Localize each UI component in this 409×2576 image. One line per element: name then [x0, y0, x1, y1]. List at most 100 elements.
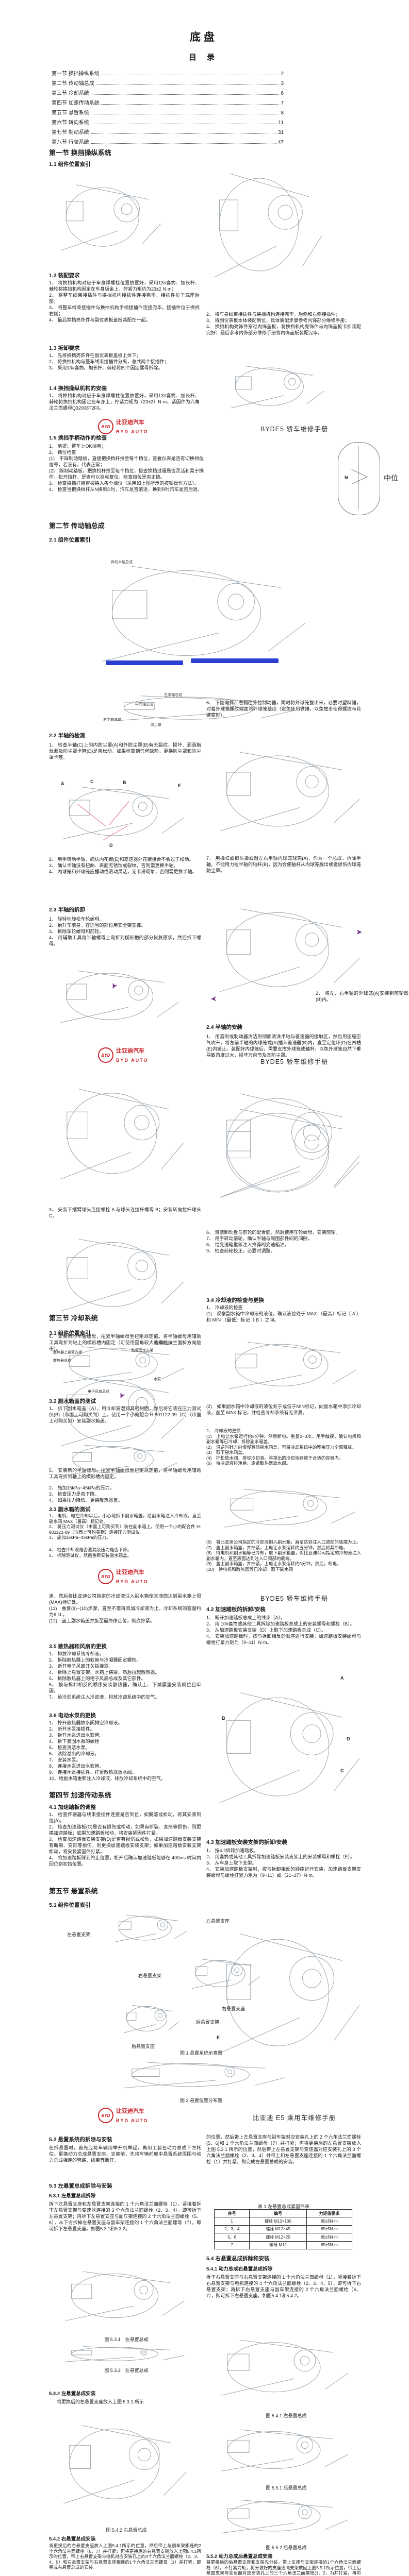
figure-axle-shafts: [98, 690, 315, 727]
s1-2-heading: 1.2 装配要求: [49, 273, 80, 279]
toc-leader: [90, 143, 276, 144]
s1-4-heading: 1.4 换挡操纵机构的安装: [49, 385, 107, 392]
pedal-label-d: D: [347, 1736, 350, 1741]
table-cell: 螺栓 M12×100: [249, 2217, 307, 2226]
table-cell: 7: [214, 2241, 250, 2250]
s1-1-heading: 1.1 组件位置索引: [49, 161, 91, 167]
s5-3-2-heading: 5.3.2 左悬置总成安装: [49, 2391, 96, 2397]
pedal-label-b: B: [222, 1716, 225, 1721]
toc-label: 第八节 行驶系统: [52, 140, 89, 145]
driveshaft-label: 传动半轴总成: [111, 561, 133, 564]
table-cell: 85±5N·m: [306, 2225, 353, 2234]
toc-label: 第三节 冷却系统: [52, 91, 89, 96]
s4-1-heading: 4.1 加速踏板的调整: [49, 1804, 96, 1810]
table-cell: 5、6: [214, 2233, 250, 2242]
toc-leader: [90, 133, 276, 134]
boot-label-a: A: [61, 781, 64, 786]
boot-label-c: C: [90, 779, 94, 784]
axle-label: 右半轴总成: [103, 718, 121, 722]
byd-logo-en: BYD AUTO: [116, 2118, 149, 2123]
s3-6-items: 1、 拧开散热器放水阀排空冷却液。 2、 断开水泵接插件。 3、 拆开水泵进出水…: [49, 1720, 166, 1781]
axle-label: 左半轴总成: [164, 693, 182, 697]
s5-4-2-heading: 5.4.2 右悬置总成安装: [49, 2536, 96, 2542]
figure-5-4-1: [209, 2328, 364, 2410]
s2-4-item1: 1、 用溶剂或制动器清洁剂彻底清洗半轴与差速器的接触区，然后用压缩空气吹干。将左…: [206, 1034, 361, 1058]
axle-label: 防尘罩: [151, 723, 161, 727]
blue-driveshaft-right: [191, 658, 279, 663]
figure2-caption: 图 2 悬置位置分布图: [179, 2098, 222, 2103]
figure-5-3-1: [54, 2261, 199, 2334]
figure-5-4-2: [52, 2408, 201, 2524]
s3-3-heading: 3.3 副水箱的测试: [49, 1506, 91, 1513]
figure-brake-disc-removal: [206, 735, 377, 852]
s2-2-item1: 1、 检查半轴(C)上的内防尘罩(A)和外防尘罩(B)有无裂纹、损坏、润滑脂泄漏…: [49, 742, 201, 760]
table-cell: 螺母 M12: [249, 2241, 307, 2250]
figure1-caption: 图 1 悬置系统示意图: [179, 2050, 222, 2056]
figure-disc-knuckle: [49, 1223, 199, 1330]
figure-coolant-reservoir: [217, 1332, 371, 1401]
table-cell: 1: [214, 2217, 250, 2226]
figure-radiator-assembly: [52, 1338, 199, 1393]
s3-2-items2-4: 2、 施加15kPa~45kPa的压力。 3、 检查压力是否下降。 4、 如果压…: [49, 1485, 123, 1503]
toc-page: 2: [281, 71, 284, 77]
s1-right-items: 2、 将车身线束接插件与换挡机构连接完毕，后侧和右侧接插件； 3、 将副仪表板本…: [206, 312, 361, 335]
s2-3-item7: 7、 用撬杠或榔头撬或敲左右半轴内球笼球壳(A)，作为一个总成，拆除半轴。不能用…: [206, 856, 361, 873]
toc-leader: [90, 94, 280, 95]
s5-3-heading: 5.3 左悬置总成拆除与安装: [49, 2183, 112, 2189]
blue-driveshaft-left: [106, 660, 183, 665]
s3-2-item1: 1、 拆下副水箱盖（A），用冷却液湿润其密封圈，然后将它装在压力测试仪(B)（市…: [49, 1406, 201, 1423]
s4-1-items: 1、 检查传感器与线束接插件连接是否到位，如脱落或松动，将其安装到位(A)。 2…: [49, 1812, 201, 1867]
s4-2-items: 1、 断开加速踏板总成上的线束（A）。 2、 用 10#套筒或其他工具拆除加速踏…: [206, 1615, 361, 1645]
mount-callout: 右悬置支架: [138, 1973, 162, 1978]
s3-4-heading: 3.4 冷却液的检查与更换: [206, 1297, 265, 1303]
figure-console-shifter: [52, 170, 173, 268]
byd-logo-cn: 比亚迪汽车: [116, 2108, 144, 2114]
s2-4-items6-9: 6、 清洁制动盘与前轮的配合面，然后使用车轮螺母，安装前轮。 7、 用手转动前轮…: [206, 1230, 340, 1253]
s2-3-heading: 2.3 半轴的拆卸: [49, 907, 86, 913]
mount-callout: 后悬置支架: [196, 2020, 220, 2025]
s5-4-heading: 5.4 右悬置总成拆除和安装: [206, 2256, 270, 2262]
bracket-label-e: E: [217, 2035, 220, 2040]
boot-label-d: D: [109, 843, 113, 848]
s5-1-heading: 5.1 组件位置索引: [49, 1902, 91, 1908]
toc-label: 第五节 悬置系统: [52, 110, 89, 116]
figure-inner-cv-joint: [206, 890, 377, 1014]
figure-5-5-1-caption: 图 5.5.1 后悬置总成: [266, 2485, 307, 2490]
table-cell: 螺栓 M12×25: [249, 2233, 307, 2242]
section-5-heading: 第五节 悬置系统: [49, 1887, 98, 1895]
s5-2-heading: 5.2 悬置系统的拆除与安装: [49, 2137, 112, 2143]
toc-page: 8: [281, 110, 284, 116]
section-2-heading: 第二节 传动轴总成: [49, 522, 105, 530]
s3-2-heading: 3.2 副水箱盖的测试: [49, 1398, 96, 1404]
s2-3-item6: 6、 下侧向外、右侧往外拉制动器，同时将外球笼拔出来，必要时塑料锤，对着外球笼螺…: [206, 700, 361, 718]
figure-accel-pedal: [206, 1668, 377, 1832]
s1-2-body: 1、 将换挡机构对应于车身焊螺栓位置放置好，采用13#套筒、加长杆、棘轮将换挡机…: [49, 280, 200, 323]
s5-3-right-body: 的位置，然后带上左悬置支座与副车架对应安装孔上的 2 个六角法兰面螺栓(5、6)…: [206, 2134, 361, 2164]
s5-5-2-body: 将更换后的后悬置支座和支架先分装，带上支座与支架连接的1个六角法兰面螺栓（6），…: [206, 2560, 361, 2576]
s3-4-check: 1、 冷却液的检查 (1) 观察副水箱中冷却液的液位。确认液位处于 MAX （最…: [206, 1305, 361, 1323]
figure-axle-boot: [52, 775, 199, 853]
pedal-label-c: C: [340, 1768, 344, 1773]
axle-label: 中间轴总成: [135, 703, 153, 706]
radiator-callout: 散热器总成: [53, 1359, 71, 1363]
byd-logo: BYD 比亚迪汽车 BYD AUTO: [98, 1046, 149, 1064]
radiator-callout: 水泵: [154, 1378, 161, 1381]
purple-arrow-icon: ➤: [210, 994, 217, 1003]
byd-logo-icon: BYD: [98, 1569, 113, 1584]
s3-4-tail: 盖，然后将比亚迪公司指定的冷却液注入副水箱使其液面达到副水箱上限(MAX)标记处…: [49, 1594, 201, 1623]
mount-callout: 后悬置支座: [132, 2044, 155, 2049]
s2-4-heading: 2.4 半轴的安装: [206, 1024, 243, 1030]
s1-4-body: 1、 将换挡机构对应于车身焊螺柱位置放置好，采用13#套筒、加长杆、棘轮将换挡机…: [49, 393, 200, 411]
boot-label-b: B: [123, 780, 126, 785]
gate-outline: [338, 442, 380, 515]
byd-logo-cn: 比亚迪汽车: [116, 1569, 144, 1575]
boot-label-e: E: [178, 783, 182, 788]
s5-3-2-body: 将更换后的左悬置支座放入上图 5.3.1 所示: [57, 2399, 144, 2404]
s2-4-item5: 5、 安装新的半轴螺母，扭紧半轴螺母至扭矩规定值，将半轴螺母用辅助工具弯折到轴上…: [49, 1468, 201, 1479]
